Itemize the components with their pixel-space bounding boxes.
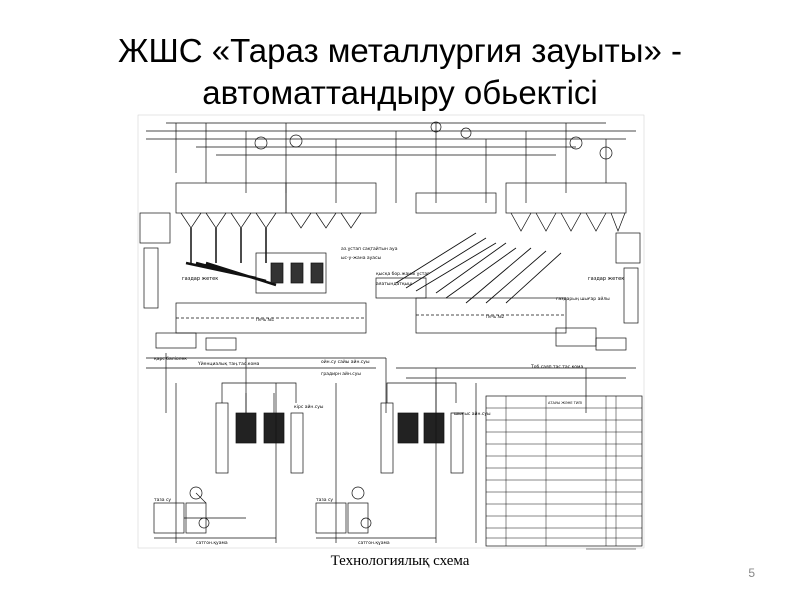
label-right-bottom: Тоб.саяп.тас.тас.кома — [530, 364, 583, 370]
schema-caption: Технологиялық схема — [330, 553, 470, 569]
svg-text:Печь №1: Печь №1 — [256, 317, 275, 322]
title-line-2: автоматтандыру обьектісі — [202, 74, 598, 111]
label-air-supply: аз.ұстап сақтайтын ауа — [341, 245, 398, 252]
label-middle-a: қысқа бор.жанаi ұстаг — [376, 271, 430, 277]
label-water-out: шығыс айн.суы — [454, 410, 491, 417]
svg-text:Печь №2: Печь №2 — [486, 314, 505, 319]
label-pump-right: сатгон.құама — [358, 541, 390, 546]
title-line-1: ЖШС «Тараз металлургия зауыты» - — [118, 32, 682, 69]
technological-schema-drawing: Печь №1 Печь №2 — [136, 113, 646, 550]
label-left-bottom-2: Үйенциалық таң.тас.кома — [197, 360, 260, 367]
label-middle-b: аяатындатқыш — [376, 282, 412, 287]
label-gas-right: газдар жетек — [588, 276, 624, 282]
label-tank-right: таза су — [316, 498, 333, 503]
label-tank-left: таза су — [154, 498, 171, 503]
label-return-water: градирн айн.суы — [321, 370, 361, 377]
label-water-in: кірс айн.суы — [294, 403, 324, 410]
label-left-bottom: қарс баліолек — [154, 356, 187, 362]
label-gas-left: газдар жетек — [182, 276, 218, 282]
label-cool-water: ойн.су сайы айн.суы — [321, 358, 370, 365]
label-pump-left: сатгон.қуама — [196, 541, 228, 546]
table-header: АТАУЫ ЖӘНЕ ТИПІ — [548, 401, 582, 405]
slide-title: ЖШС «Тараз металлургия зауыты» - автомат… — [0, 30, 800, 114]
label-air-supply-2: ыс-у-жана ауасы — [341, 256, 382, 261]
label-right-gas: газдарың шығар айлы — [556, 295, 610, 302]
page-number: 5 — [748, 566, 755, 580]
